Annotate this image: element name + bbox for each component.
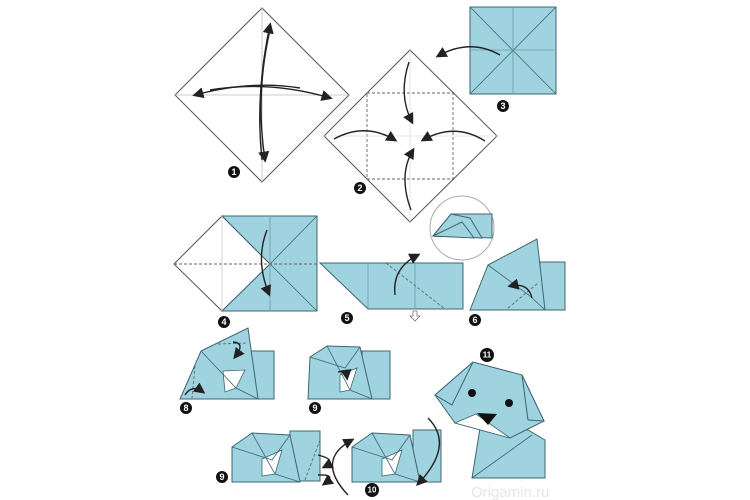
step-9b: [231, 430, 335, 486]
step-5: [318, 195, 495, 322]
svg-text:8: 8: [183, 403, 188, 413]
step-11-dog: [434, 361, 546, 479]
step-label: 3: [497, 100, 509, 112]
svg-text:9: 9: [219, 472, 224, 482]
step-label: 6: [469, 314, 481, 326]
step-8: [179, 327, 275, 400]
dog-eye-right: [505, 399, 513, 407]
svg-text:10: 10: [368, 486, 377, 495]
svg-text:9: 9: [312, 403, 317, 413]
dog-eye-left: [468, 389, 476, 397]
svg-text:3: 3: [500, 101, 505, 111]
push-arrow-icon: [409, 310, 421, 322]
step-label: 11: [480, 348, 494, 362]
step-6: [469, 238, 566, 311]
step-label: 8: [180, 402, 192, 414]
step-label: 9: [216, 471, 228, 483]
dog-nose: [477, 413, 497, 425]
step-1: [174, 7, 350, 183]
watermark: Origamin.ru: [471, 484, 549, 500]
svg-text:6: 6: [472, 315, 477, 325]
svg-text:11: 11: [483, 351, 492, 360]
step-9a: [307, 345, 391, 400]
step-10: [331, 417, 442, 496]
step-label: 5: [341, 312, 353, 324]
dog-mouth: [453, 413, 511, 439]
step-label: 4: [218, 316, 230, 328]
step-label: 10: [365, 483, 379, 497]
step-label: 1: [228, 166, 240, 178]
step-label: 2: [354, 182, 366, 194]
svg-text:2: 2: [357, 183, 362, 193]
step-3: [435, 6, 557, 95]
step-2: [323, 49, 498, 223]
step-label: 9: [309, 402, 321, 414]
svg-text:4: 4: [221, 317, 226, 327]
svg-text:5: 5: [344, 313, 349, 323]
svg-text:1: 1: [231, 167, 236, 177]
step-4: [173, 215, 318, 312]
